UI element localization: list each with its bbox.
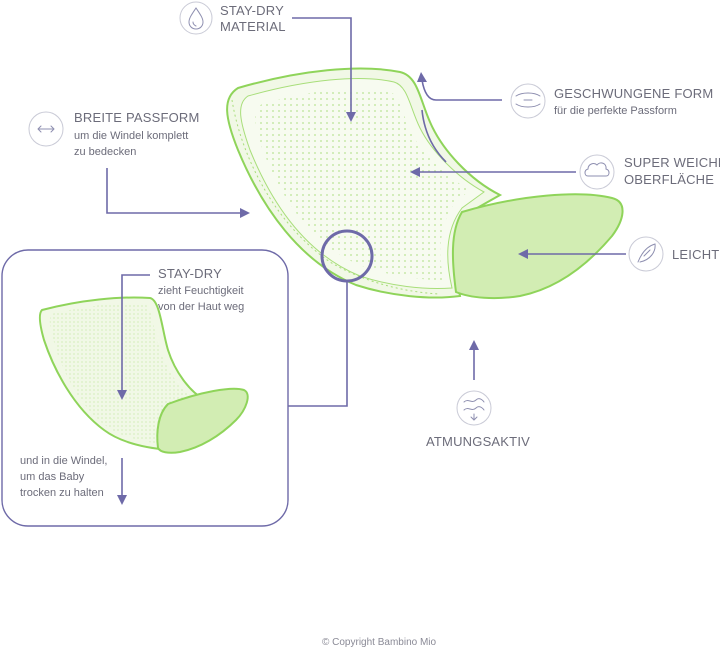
copyright-text: © Copyright Bambino Mio — [322, 637, 437, 648]
inset-connector — [288, 281, 348, 407]
passform-sub-2: zu bedecken — [74, 146, 136, 158]
inset-arrow-head-2 — [117, 495, 127, 505]
feature-leicht: LEICHT — [518, 236, 719, 272]
inset-liner-dots — [49, 303, 193, 444]
form-arrow — [421, 79, 502, 163]
inset-liner-illustration — [38, 296, 249, 454]
curve-icon — [515, 92, 541, 108]
curve-icon-circle — [510, 83, 546, 119]
liner-dots — [255, 88, 470, 280]
material-arrow-head — [346, 112, 356, 122]
passform-arrow-head — [240, 208, 250, 218]
passform-sub-1: um die Windel komplett — [74, 130, 188, 142]
atmung-arrow-head — [469, 340, 479, 350]
form-sub: für die perfekte Passform — [554, 105, 677, 117]
liner-illustration — [226, 67, 624, 300]
inset-bottom-line2: um das Baby — [20, 471, 85, 483]
atmung-title: ATMUNGSAKTIV — [426, 434, 530, 449]
liner-wing — [451, 193, 624, 300]
inset-staydry-line2: von der Haut weg — [158, 301, 244, 313]
weich-title-1: SUPER WEICHE — [624, 155, 720, 170]
liner-stitch — [231, 99, 441, 295]
inset-bottom-line3: trocken zu halten — [20, 487, 104, 499]
cloud-icon-circle — [579, 154, 615, 190]
material-arrow — [292, 17, 352, 116]
material-title-1: STAY-DRY — [220, 3, 284, 18]
feature-atmung: ATMUNGSAKTIV — [426, 340, 530, 449]
weich-arrow-head — [410, 167, 420, 177]
passform-arrow — [106, 168, 244, 214]
inset-bottom-line1: und in die Windel, — [20, 455, 107, 467]
feature-passform: BREITE PASSFORM um die Windel komplett z… — [28, 110, 250, 218]
airflow-icon-circle — [456, 390, 492, 426]
material-title-2: MATERIAL — [220, 19, 286, 34]
inset-liner-wing — [156, 387, 249, 454]
feature-weich: SUPER WEICHE OBERFLÄCHE — [410, 154, 720, 190]
cloud-icon — [584, 162, 610, 177]
leicht-title: LEICHT — [672, 247, 719, 262]
passform-title: BREITE PASSFORM — [74, 110, 200, 125]
feather-icon — [637, 243, 656, 263]
droplet-icon-circle — [179, 1, 213, 35]
airflow-icon — [463, 398, 485, 421]
leicht-arrow-head — [518, 249, 528, 259]
inset-staydry-title: STAY-DRY — [158, 266, 222, 281]
inset-staydry-line1: zieht Feuchtigkeit — [158, 285, 244, 297]
form-arrow-head — [417, 72, 427, 82]
width-arrows-icon — [37, 125, 55, 133]
feature-form: GESCHWUNGENE FORM für die perfekte Passf… — [417, 72, 713, 163]
inset-arrow-head-1 — [117, 390, 127, 400]
inset-arrow-down-1 — [121, 274, 150, 396]
droplet-icon — [188, 7, 204, 30]
feature-material: STAY-DRY MATERIAL — [179, 1, 356, 122]
weich-title-2: OBERFLÄCHE — [624, 172, 714, 187]
form-title: GESCHWUNGENE FORM — [554, 86, 713, 101]
